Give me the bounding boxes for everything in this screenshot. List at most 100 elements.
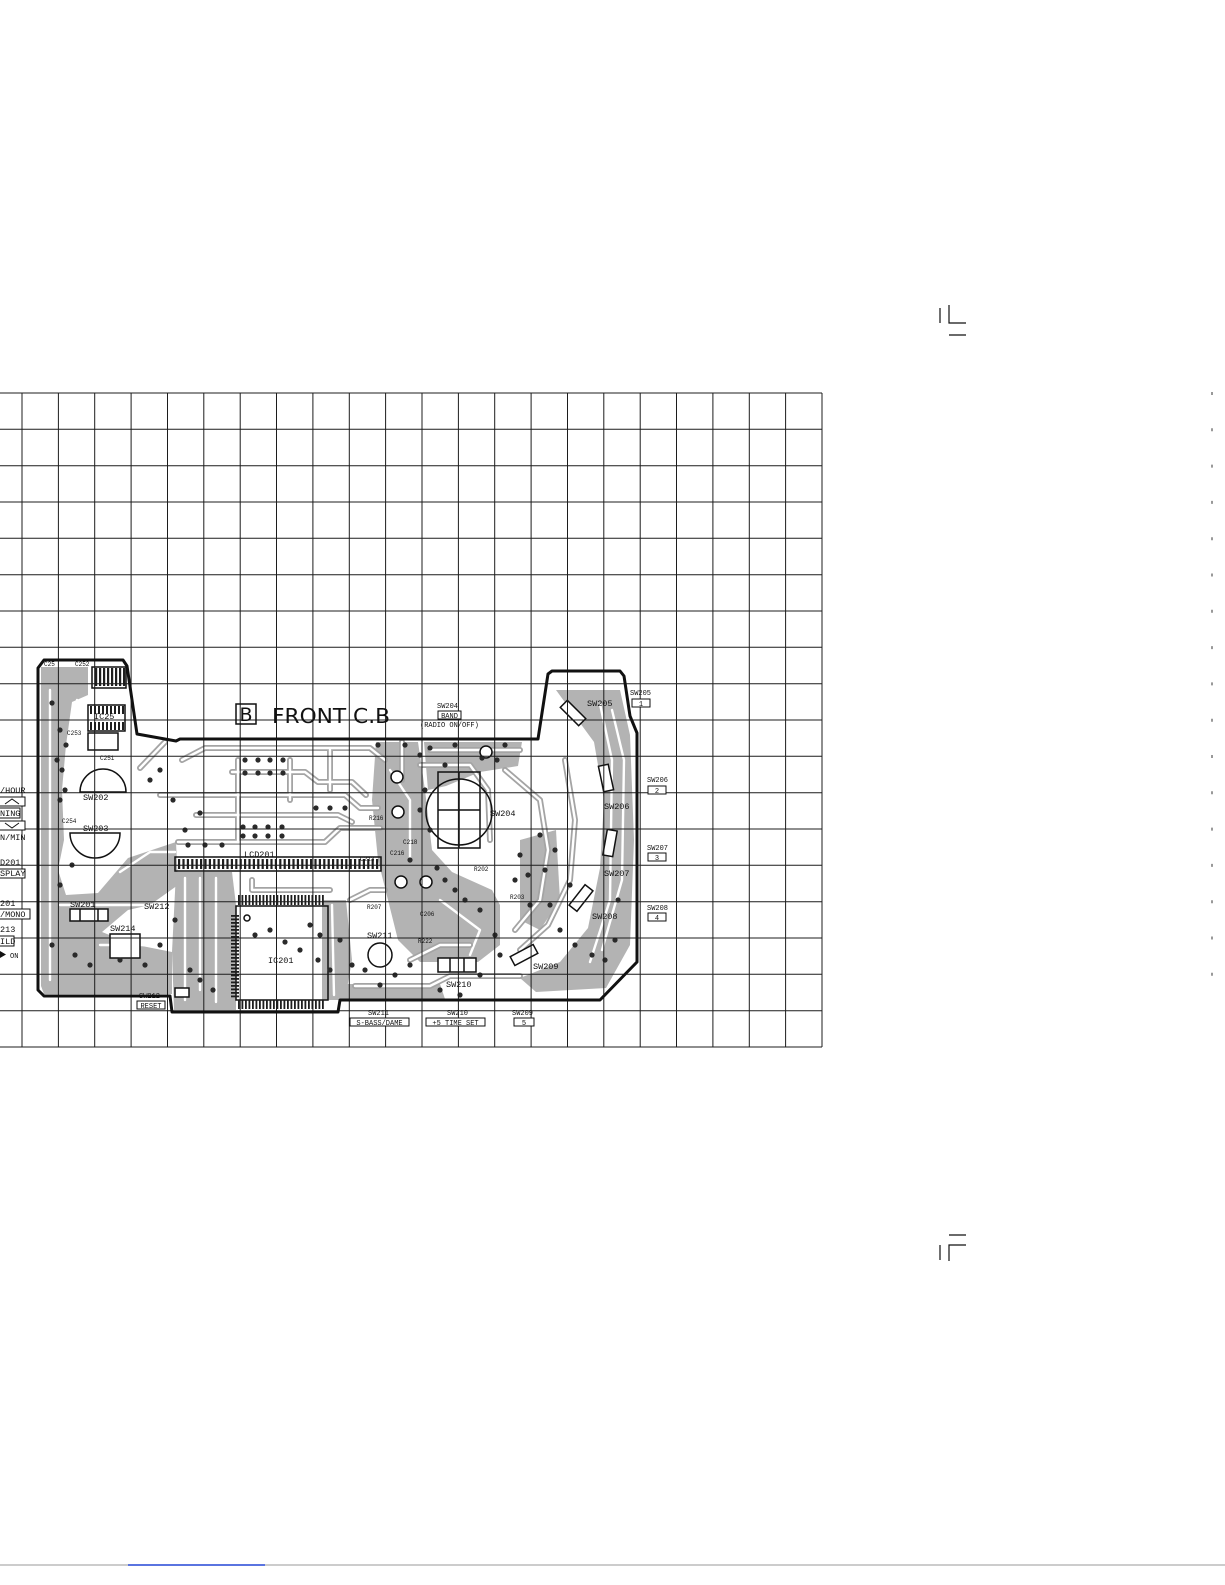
ic-pin (255, 895, 258, 905)
ic-pin (318, 1000, 321, 1009)
lcd-pin (208, 859, 211, 869)
lcd-pin (371, 859, 374, 869)
board-label-sw206: SW206 (604, 802, 630, 812)
pad (265, 824, 271, 830)
trace-core (503, 768, 550, 932)
legend-box (647, 852, 667, 862)
pad (242, 770, 248, 776)
pad (434, 865, 440, 871)
board-label-sw212: SW212 (144, 902, 170, 912)
legend-box (136, 1000, 166, 1010)
trace-core (180, 746, 387, 762)
pad (327, 967, 333, 973)
ic-pin (262, 1000, 265, 1009)
ic-pin (280, 1000, 282, 1009)
ic-pin (269, 1000, 272, 1009)
pad (512, 877, 518, 883)
down-chevron-icon (4, 822, 20, 829)
sw202-switch (79, 768, 127, 793)
trace-core (138, 740, 167, 770)
sw210-switch (437, 957, 477, 973)
legend-display: SPLAY (0, 869, 26, 879)
pad (527, 902, 533, 908)
ic-pin (252, 1000, 254, 1009)
pad (197, 810, 203, 816)
legend-hour: /HOUR (0, 786, 26, 796)
ic-pin (102, 722, 104, 730)
legend-sw209: SW209 5 (512, 1010, 535, 1028)
legend-sw205: SW205 1 (630, 690, 651, 709)
pad (427, 745, 433, 751)
component-label: R207 (367, 904, 382, 911)
ic-pin (231, 971, 239, 973)
transistor (479, 745, 493, 759)
board-label-sw201: SW201 (70, 900, 96, 910)
pad (477, 907, 483, 913)
trace (438, 898, 482, 957)
ic-pin (308, 895, 310, 905)
lcd201-connector (174, 856, 382, 872)
ic-pin (269, 895, 272, 905)
legend-function: 1 (639, 701, 643, 709)
board-label-sw202: SW202 (83, 793, 109, 803)
ic-pin (304, 895, 307, 905)
ic-pin (98, 722, 100, 730)
ic-pin (231, 974, 239, 977)
legend-function: BAND (441, 713, 458, 721)
lcd-pin (270, 859, 273, 869)
legend-function: 3 (655, 855, 659, 863)
pad (49, 700, 55, 706)
trace (330, 903, 336, 997)
pad (494, 757, 500, 763)
pad (589, 952, 595, 958)
ic-pin (123, 668, 126, 686)
lcd-pin (349, 859, 352, 869)
pad (517, 852, 523, 858)
legend-ref: SW204 (437, 703, 458, 711)
ic-pin (280, 895, 282, 905)
pad (315, 957, 321, 963)
lcd-pin (186, 859, 189, 869)
ic-pin (273, 895, 275, 905)
lcd-pin (336, 859, 339, 869)
pad (442, 877, 448, 883)
legend-function: 4 (655, 915, 659, 923)
ic-pin (276, 1000, 279, 1009)
pad (375, 742, 381, 748)
ic-pin (255, 1000, 258, 1009)
trace-core (408, 943, 472, 962)
lcd-pin (195, 859, 198, 869)
pad (240, 833, 246, 839)
lcd-pin (288, 859, 291, 869)
pad (182, 827, 188, 833)
legend-ref: SW212 (139, 993, 160, 1001)
legend-sw210: SW210 +5 TIME SET (425, 1010, 486, 1028)
ic-pin (231, 957, 239, 959)
legend-sw206: SW206 2 (647, 777, 668, 796)
board-label-sw205: SW205 (587, 699, 613, 709)
lcd-pin (323, 859, 326, 869)
lcd-pin (292, 859, 295, 869)
board-label-ic201: IC201 (268, 956, 294, 966)
legend-function: 5 (522, 1020, 526, 1028)
lcd-pin (252, 859, 255, 869)
lcd-pin (358, 859, 361, 869)
lcd-pin (200, 859, 203, 869)
ic-pin (297, 1000, 300, 1009)
ic-pin (231, 925, 239, 928)
crop-line (948, 1244, 966, 1261)
lcd-pin (327, 859, 330, 869)
ic-pin (231, 939, 239, 942)
pad (242, 757, 248, 763)
lcd-pin (367, 859, 370, 869)
pad (525, 872, 531, 878)
component-label: R216 (369, 815, 384, 822)
lcd-pin (274, 859, 277, 869)
board-label-sw203: SW203 (83, 824, 109, 834)
legend-ref: SW207 (647, 845, 668, 853)
ic-pin (118, 706, 120, 714)
board-title: FRONT C.B (272, 704, 390, 728)
pad (157, 767, 163, 773)
pad (537, 832, 543, 838)
